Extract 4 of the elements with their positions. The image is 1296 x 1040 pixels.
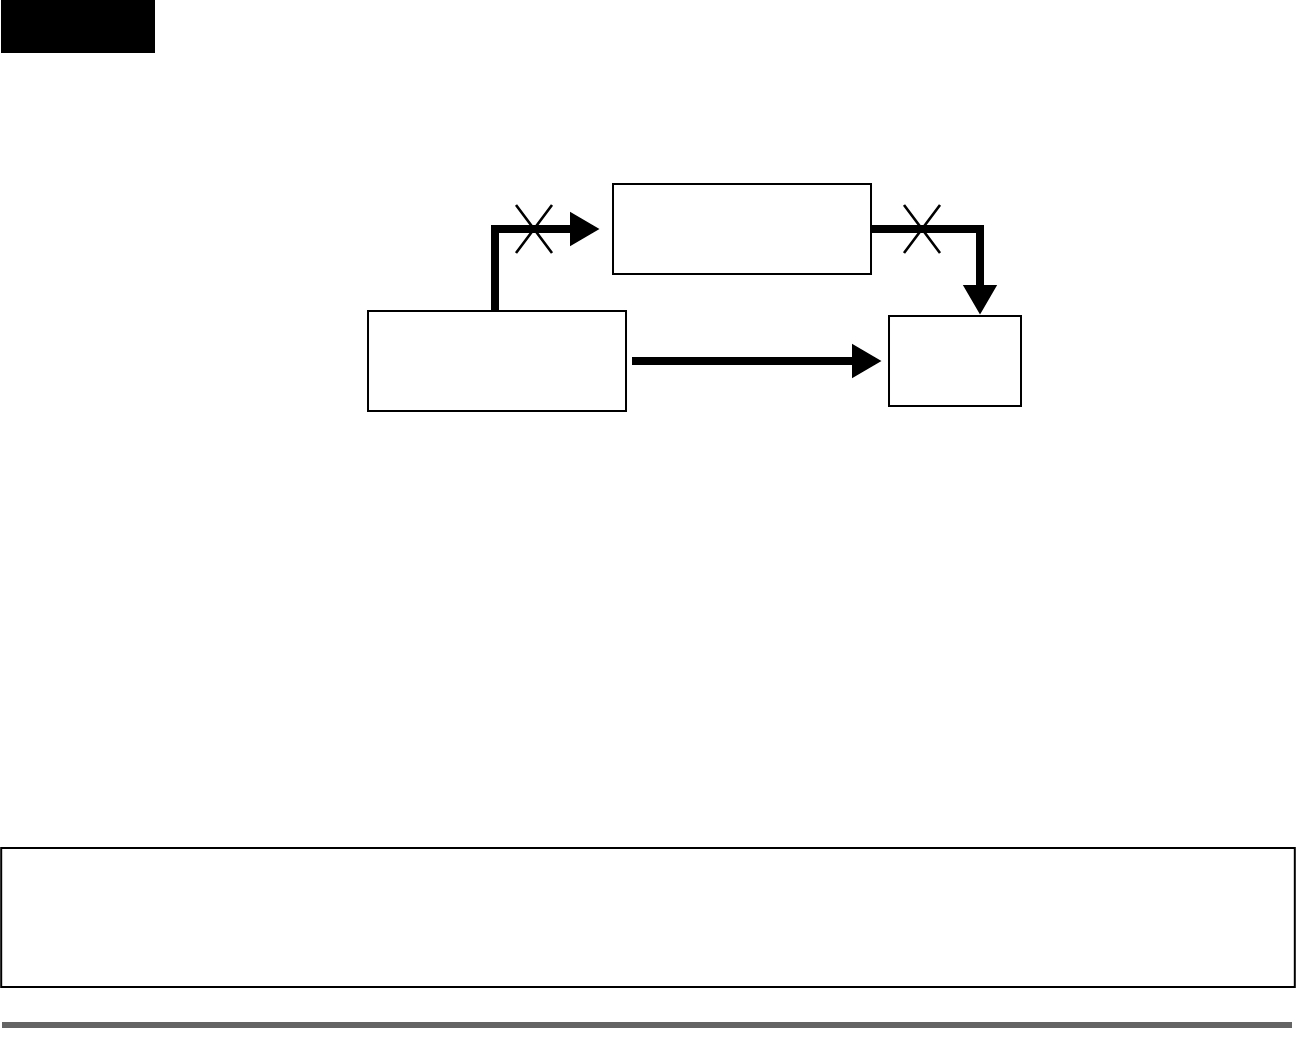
box: [367, 310, 627, 412]
filled-block: [1, 0, 155, 53]
box: [612, 183, 872, 275]
box: [888, 315, 1022, 407]
